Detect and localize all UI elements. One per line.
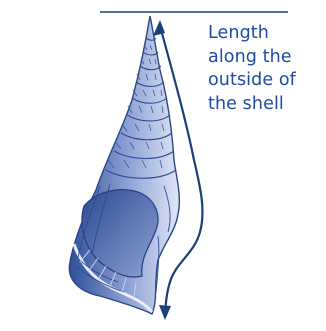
caption-line-3: outside of — [208, 69, 320, 93]
measurement-caption: Length along the outside of the shell — [208, 22, 320, 116]
caption-line-1: Length — [208, 22, 320, 46]
caption-line-4: the shell — [208, 93, 320, 117]
caption-line-2: along the — [208, 46, 320, 70]
shell-illustration — [69, 16, 179, 314]
arrowhead-bottom — [159, 305, 171, 320]
